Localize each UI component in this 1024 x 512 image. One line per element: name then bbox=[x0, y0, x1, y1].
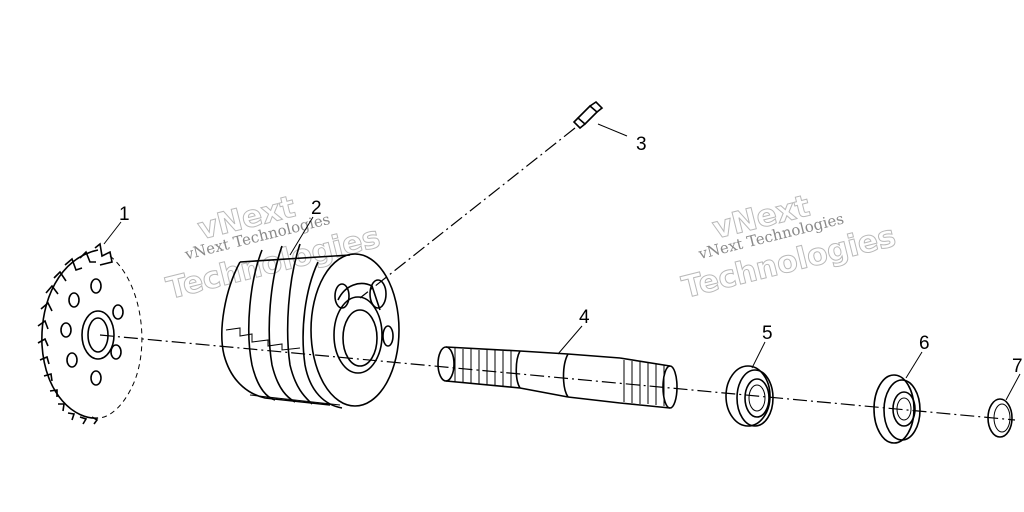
splined-shaft bbox=[437, 346, 678, 409]
pin-axis bbox=[359, 127, 576, 299]
bearing bbox=[725, 365, 774, 427]
callout-7: 7 bbox=[1012, 356, 1023, 377]
snap-ring bbox=[987, 398, 1013, 438]
leader-1 bbox=[103, 221, 122, 245]
center-axis bbox=[99, 334, 1016, 421]
bolt bbox=[572, 100, 604, 130]
callout-1: 1 bbox=[119, 204, 130, 225]
callout-3: 3 bbox=[636, 134, 647, 155]
leader-5 bbox=[751, 341, 766, 369]
housing bbox=[221, 243, 400, 409]
callout-6: 6 bbox=[919, 333, 930, 354]
watermark-right: vNext vNext Technologies Technologies bbox=[678, 188, 900, 306]
leader-6 bbox=[905, 351, 923, 379]
sprocket bbox=[37, 242, 143, 425]
leader-7 bbox=[1005, 373, 1021, 401]
leader-2 bbox=[289, 216, 314, 256]
leader-3 bbox=[597, 123, 628, 137]
callout-5: 5 bbox=[762, 323, 773, 344]
leader-4 bbox=[557, 325, 583, 355]
seal bbox=[873, 374, 921, 444]
callout-2: 2 bbox=[311, 198, 322, 219]
callout-4: 4 bbox=[579, 307, 590, 328]
